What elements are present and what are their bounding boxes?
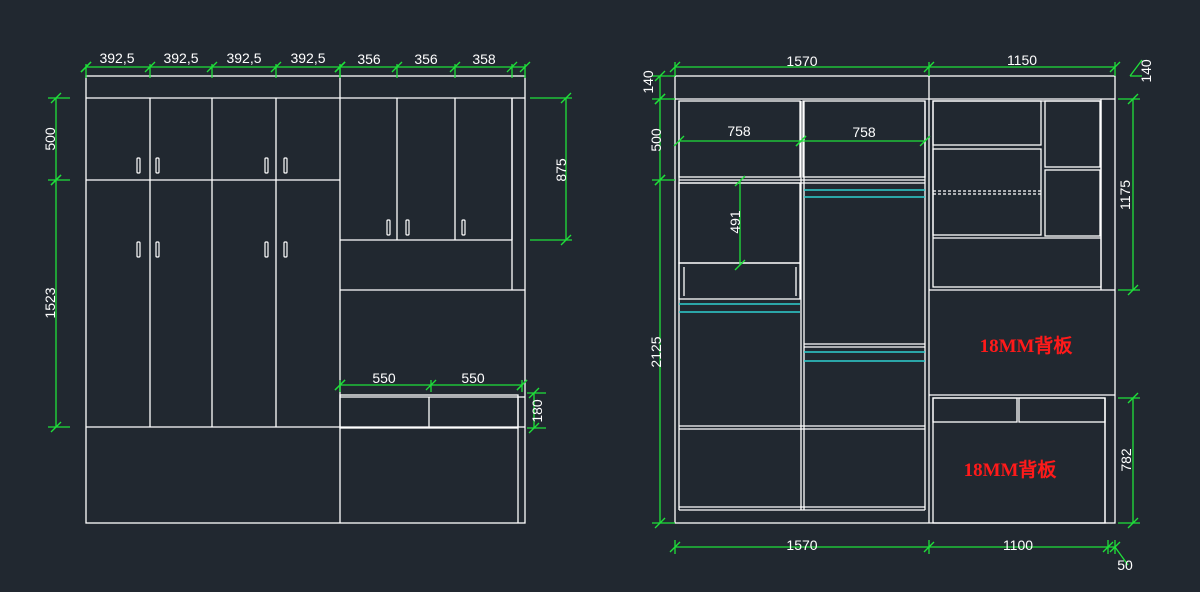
- dim-top-width-6: 356: [414, 51, 438, 67]
- dim-shelf-width-2: 550: [461, 370, 485, 386]
- dim-top-width-7: 358: [472, 51, 496, 67]
- left-cabinet-handles: [136, 157, 466, 258]
- dim-right-lower: 782: [1118, 448, 1134, 472]
- right-cabinet-outline: [674, 75, 1116, 524]
- dim-shelf-width-1: 550: [372, 370, 396, 386]
- back-panel-note-lower: 18MM背板: [964, 458, 1058, 481]
- dim-right-upper: 1175: [1117, 180, 1133, 210]
- dim-left-upper: 500: [648, 128, 664, 152]
- right-cabinet-rods: [679, 189, 925, 362]
- dim-top-width-main: 1570: [786, 53, 817, 69]
- dim-right-top-panel: 140: [1138, 59, 1154, 83]
- dim-right-height: 875: [553, 158, 569, 182]
- dim-top-width-5: 356: [357, 51, 381, 67]
- dim-top-width-3: 392,5: [226, 50, 261, 66]
- dim-bottom-width-main: 1570: [786, 537, 817, 553]
- left-cabinet-outline: [85, 75, 526, 524]
- left-cabinet-elevation: 392,5 392,5 392,5 392,5 356 356 358 500 …: [42, 50, 572, 524]
- dim-bottom-width-side: 1100: [1003, 537, 1033, 553]
- dim-left-overall: 2125: [648, 336, 664, 367]
- dim-drawer-height: 180: [529, 399, 545, 423]
- dim-inner-height: 491: [727, 210, 743, 234]
- back-panel-note-upper: 18MM背板: [980, 334, 1074, 357]
- dim-top-width-4: 392,5: [290, 50, 325, 66]
- dim-top-width-2: 392,5: [163, 50, 198, 66]
- left-cabinet-dimensions: [48, 61, 572, 434]
- dim-left-height-upper: 500: [42, 127, 58, 151]
- right-cabinet-dimensions: [652, 59, 1143, 566]
- dim-left-top-panel: 140: [640, 70, 656, 94]
- dim-inner-width-2: 758: [852, 124, 876, 140]
- dim-top-width-1: 392,5: [99, 50, 134, 66]
- right-cabinet-elevation: 1570 1150 140 140 500 2125 758 758 491 1…: [640, 52, 1154, 573]
- dim-bottom-side: 50: [1117, 557, 1133, 573]
- dim-left-height-lower: 1523: [42, 287, 58, 318]
- dim-inner-width-1: 758: [727, 123, 751, 139]
- dim-top-width-side: 1150: [1007, 52, 1037, 68]
